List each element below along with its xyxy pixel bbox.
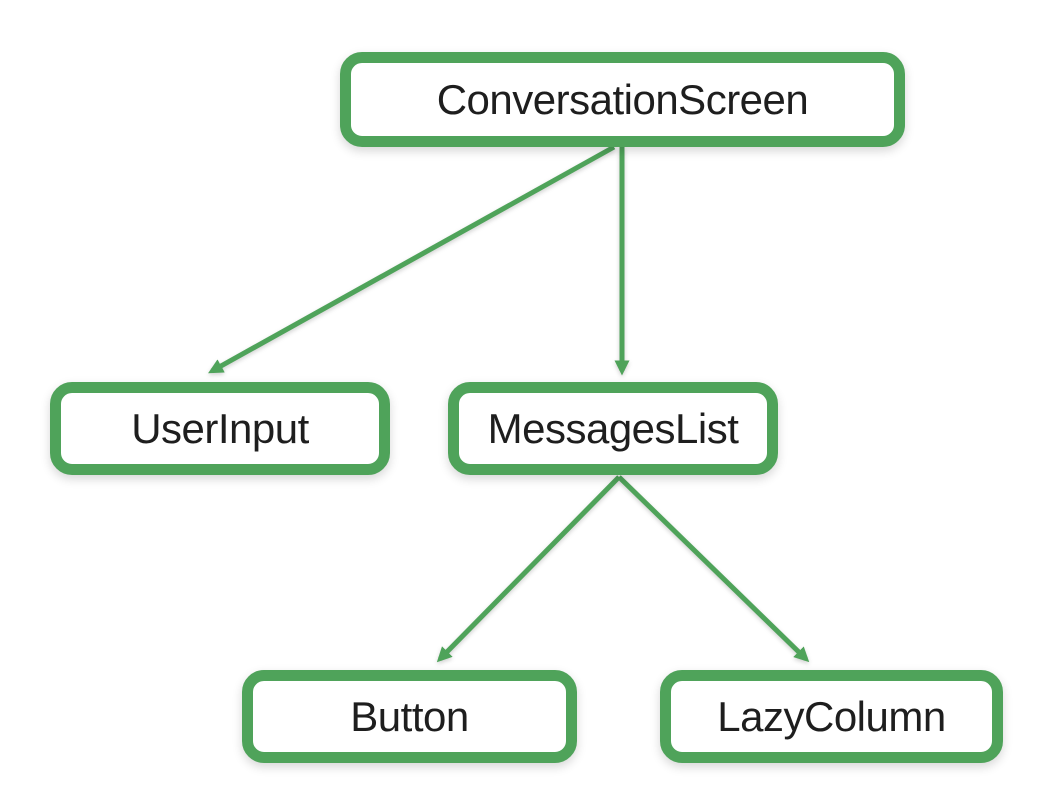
node-messages-list: MessagesList [448, 382, 778, 475]
edge-conversationscreen-to-userinput [208, 144, 616, 374]
node-lazy-column-label: LazyColumn [717, 692, 946, 740]
node-messages-list-label: MessagesList [487, 404, 739, 452]
node-button-label: Button [350, 692, 469, 740]
edge-messageslist-to-button [436, 475, 621, 663]
node-button: Button [242, 670, 577, 763]
node-lazy-column: LazyColumn [660, 670, 1003, 763]
node-conversation-screen-label: ConversationScreen [436, 75, 809, 123]
edge-messageslist-to-lazycolumn [617, 475, 810, 663]
node-user-input-label: UserInput [131, 404, 309, 452]
node-user-input: UserInput [50, 382, 390, 475]
node-conversation-screen: ConversationScreen [340, 52, 905, 147]
